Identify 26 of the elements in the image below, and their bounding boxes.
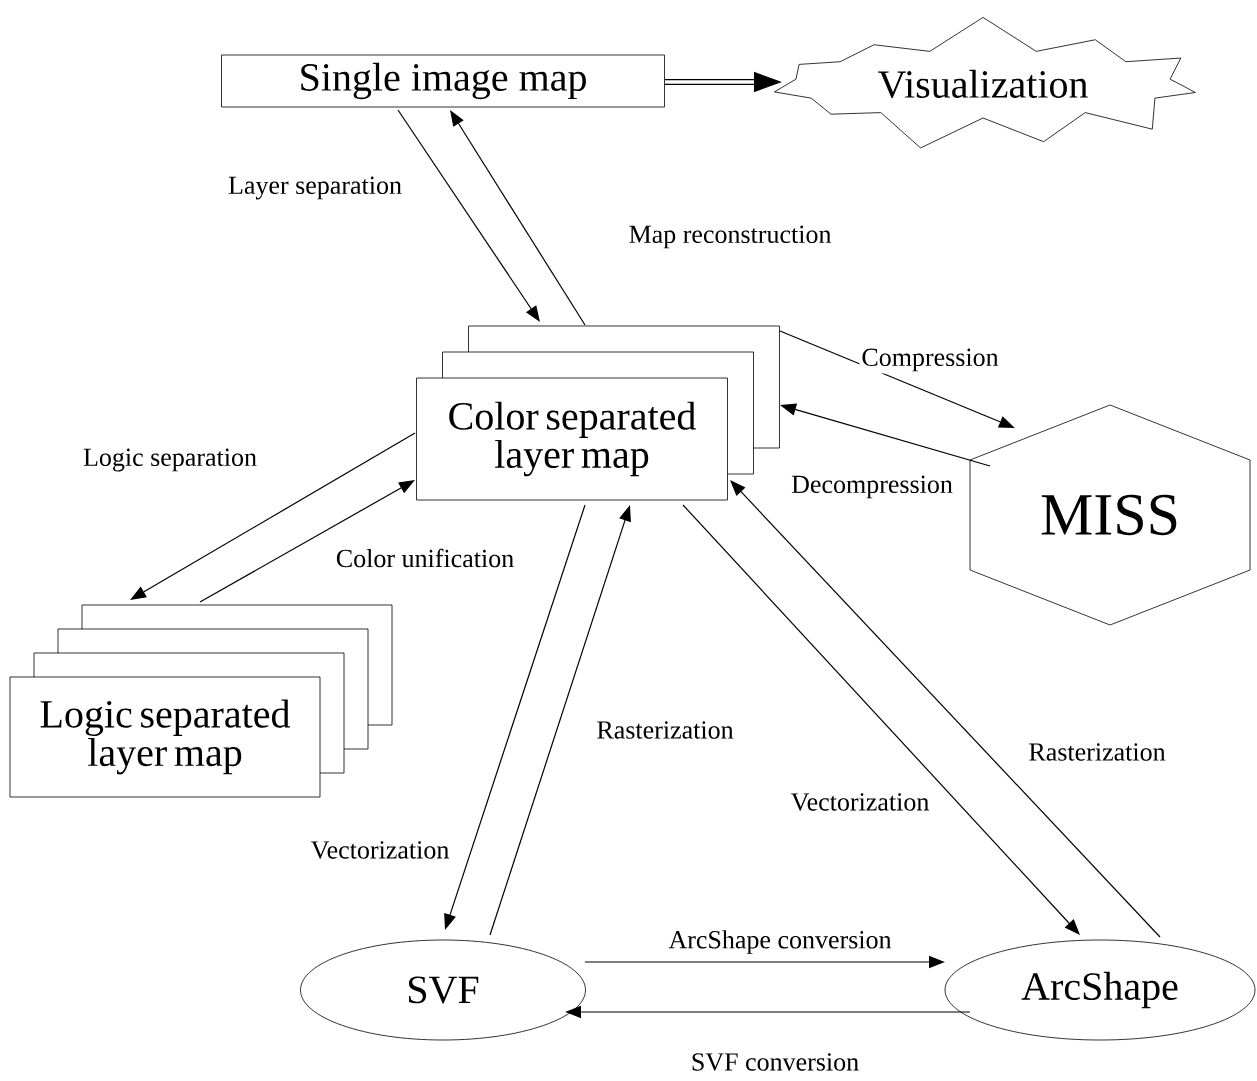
edge-label: Map reconstruction: [626, 223, 834, 251]
arrow: [199, 480, 415, 603]
edge-label: Rasterization: [1026, 741, 1168, 763]
hexagon: MISS: [969, 404, 1251, 626]
edge-label: Decompression: [789, 473, 955, 501]
arrow: [397, 109, 540, 322]
process-box: Single image map: [221, 54, 665, 108]
ellipse-node: ArcShape: [944, 939, 1256, 1041]
stacked-layer-boxes: Logic separated layer map: [9, 604, 393, 798]
edge-label: Vectorization: [788, 791, 932, 813]
stacked-layer-boxes: Color separated layer map: [416, 325, 780, 501]
arrow: [130, 432, 416, 600]
arrow: [779, 330, 1015, 428]
arrow: [450, 110, 586, 326]
node-label: layer map: [88, 738, 242, 775]
edge-label: ArcShape conversion: [666, 928, 894, 956]
edge-label: Logic separation: [81, 446, 259, 474]
edge-label: Vectorization: [308, 839, 452, 861]
edge-label: Color unification: [333, 546, 517, 570]
ellipse-node: SVF: [300, 939, 586, 1041]
edge-label: SVF conversion: [688, 1051, 862, 1073]
edge-label: Layer separation: [226, 174, 404, 202]
arrow: [730, 480, 1161, 938]
edge-label: Rasterization: [594, 719, 736, 741]
arrow: [682, 504, 1080, 935]
edge-label: Compression: [859, 346, 1001, 374]
